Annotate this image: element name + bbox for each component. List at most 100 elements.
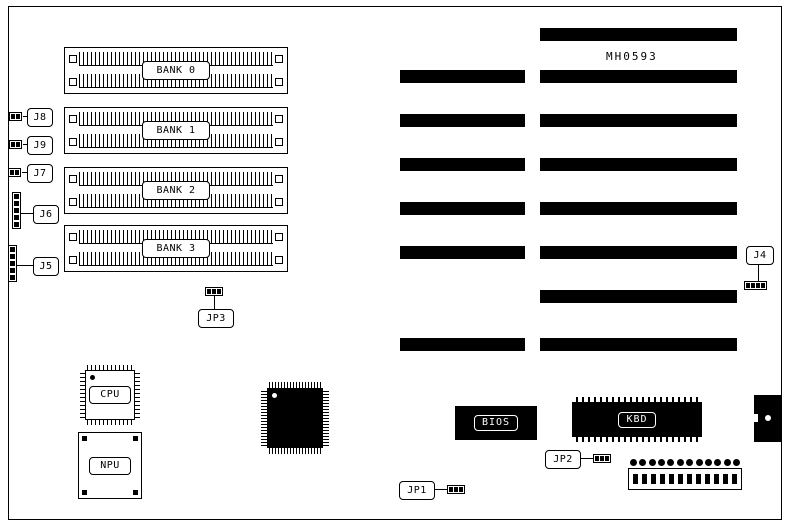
- latch: [275, 115, 283, 123]
- kbd-chip: KBD: [572, 397, 702, 442]
- kbd-body: KBD: [572, 402, 702, 437]
- isa-slot-row3-right: [540, 114, 737, 127]
- keyboard-din-connector: [754, 395, 781, 442]
- leader-line: [21, 213, 33, 214]
- latch: [69, 115, 77, 123]
- cpu-pins-left: [80, 372, 85, 418]
- leader-line: [579, 458, 593, 459]
- isa-slot-row1-right: [540, 28, 737, 41]
- leader-line: [758, 263, 759, 281]
- jp2-pin-header: [593, 454, 611, 463]
- jp2-label: JP2: [545, 450, 581, 469]
- pin-row: [79, 194, 273, 208]
- isa-slot-row8-right: [540, 338, 737, 351]
- jp1-pin-header: [447, 485, 465, 494]
- bank-2-label: BANK 2: [142, 181, 210, 200]
- isa-slot-row7-right: [540, 290, 737, 303]
- j6-label: J6: [33, 205, 59, 224]
- npu-label: NPU: [89, 456, 131, 475]
- simm-bank-2: BANK 2: [64, 167, 288, 214]
- cpu-pins-right: [135, 372, 140, 418]
- simm-bank-0: BANK 0: [64, 47, 288, 94]
- latch: [69, 175, 77, 183]
- isa-slot-row3-left: [400, 114, 525, 127]
- socket-nub: [82, 436, 87, 441]
- latch: [275, 256, 283, 264]
- qfp-pin1-dot: [272, 393, 277, 398]
- socket-nub: [133, 436, 138, 441]
- pin-row: [79, 74, 273, 88]
- j9-pin-header: [9, 140, 22, 149]
- j4-label: J4: [746, 246, 774, 265]
- latch: [69, 256, 77, 264]
- cpu-label: CPU: [89, 386, 131, 404]
- din-opening: [765, 415, 771, 421]
- socket-nub: [133, 490, 138, 495]
- pin-row: [79, 252, 273, 266]
- isa-slot-row8-left: [400, 338, 525, 351]
- latch: [69, 233, 77, 241]
- leader-line: [214, 296, 215, 309]
- j7-pin-header: [8, 168, 21, 177]
- power-pins-round: [630, 458, 740, 467]
- qfp-pins-right: [323, 390, 329, 446]
- latch: [69, 55, 77, 63]
- leader-line: [23, 144, 27, 145]
- simm-bank-1: BANK 1: [64, 107, 288, 154]
- leader-line: [17, 265, 33, 266]
- npu-socket: NPU: [78, 432, 142, 499]
- latch: [275, 78, 283, 86]
- isa-slot-row6-left: [400, 246, 525, 259]
- kbd-pins-bottom: [576, 437, 698, 442]
- jp3-label: JP3: [198, 309, 234, 328]
- isa-slot-row6-right: [540, 246, 737, 259]
- latch: [275, 55, 283, 63]
- isa-slot-row5-left: [400, 202, 525, 215]
- latch: [69, 138, 77, 146]
- latch: [69, 78, 77, 86]
- kbd-label: KBD: [618, 411, 656, 428]
- j5-label: J5: [33, 257, 59, 276]
- pin-row: [79, 134, 273, 148]
- cpu-chip: CPU: [80, 365, 140, 425]
- isa-slot-row5-right: [540, 202, 737, 215]
- cpu-pin1-dot: [90, 375, 95, 380]
- qfp-pins-left: [261, 390, 267, 446]
- latch: [275, 175, 283, 183]
- latch: [275, 198, 283, 206]
- j8-pin-header: [9, 112, 22, 121]
- jp3-pin-header: [205, 287, 223, 296]
- qfp-pins-top: [269, 382, 321, 388]
- leader-line: [433, 489, 447, 490]
- part-number: MH0593: [606, 50, 658, 63]
- latch: [69, 198, 77, 206]
- latch: [275, 138, 283, 146]
- din-notch: [754, 414, 758, 422]
- j6-pin-header: [12, 192, 21, 229]
- power-pin-block: [628, 468, 742, 490]
- j9-label: J9: [27, 136, 53, 155]
- leader-line: [22, 172, 27, 173]
- j5-pin-header: [8, 245, 17, 282]
- isa-slot-row4-left: [400, 158, 525, 171]
- bios-label: BIOS: [473, 415, 519, 431]
- bank-1-label: BANK 1: [142, 121, 210, 140]
- bank-3-label: BANK 3: [142, 239, 210, 258]
- qfp-pins-bottom: [269, 448, 321, 454]
- j4-pin-header: [744, 281, 767, 290]
- bank-0-label: BANK 0: [142, 61, 210, 80]
- isa-slot-row2-right: [540, 70, 737, 83]
- isa-slot-row2-left: [400, 70, 525, 83]
- qfp-body: [267, 388, 323, 448]
- simm-bank-3: BANK 3: [64, 225, 288, 272]
- latch: [275, 233, 283, 241]
- isa-slot-row4-right: [540, 158, 737, 171]
- leader-line: [23, 116, 27, 117]
- chipset-qfp: [261, 382, 329, 454]
- j7-label: J7: [27, 164, 53, 183]
- cpu-pins-bottom: [87, 420, 133, 425]
- socket-nub: [82, 490, 87, 495]
- bios-chip: BIOS: [455, 406, 537, 440]
- jp1-label: JP1: [399, 481, 435, 500]
